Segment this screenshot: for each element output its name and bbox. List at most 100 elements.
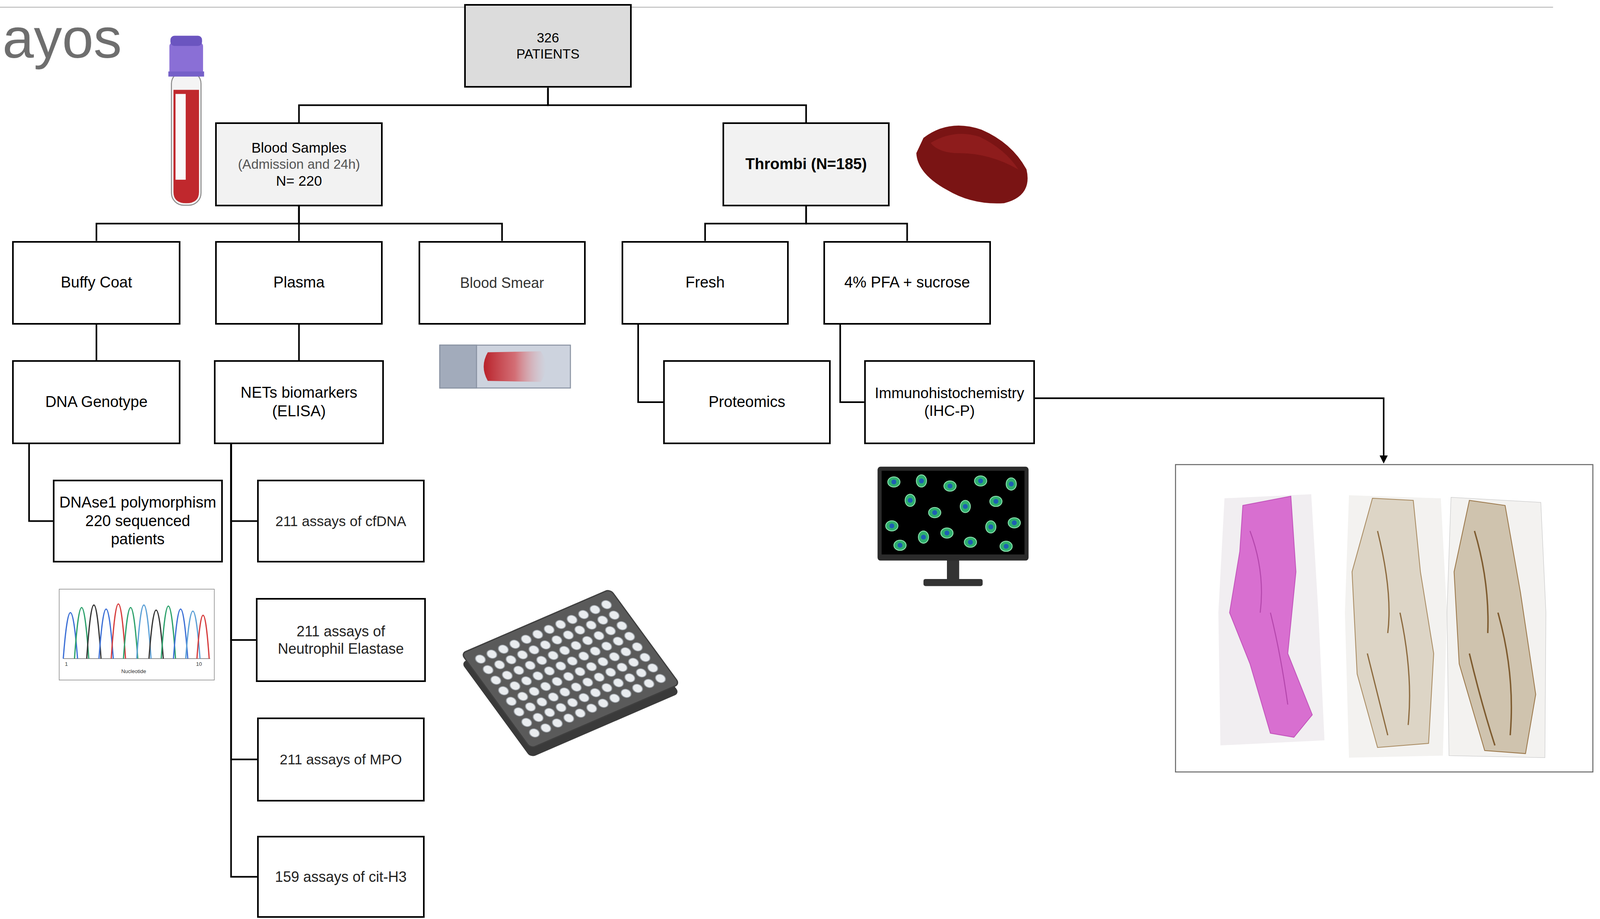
ihc-section bbox=[1352, 498, 1434, 748]
nucleus bbox=[967, 539, 973, 545]
cell bbox=[1006, 477, 1017, 491]
box-label: 159 assays of cit-H3 bbox=[274, 867, 407, 886]
monitor-stand bbox=[946, 559, 960, 581]
monitor-base bbox=[923, 578, 983, 587]
box-sublabel: 220 sequenced patients bbox=[58, 511, 218, 549]
cell bbox=[985, 520, 996, 533]
cell bbox=[904, 494, 916, 507]
tube-label bbox=[175, 94, 186, 180]
thrombus-highlight bbox=[930, 134, 1019, 170]
process-box: Immunohistochemistry (IHC-P) bbox=[864, 360, 1035, 444]
connector-line bbox=[705, 206, 807, 241]
peak bbox=[148, 609, 164, 659]
monitor bbox=[877, 466, 1029, 587]
tube-blood bbox=[173, 90, 199, 204]
nucleus bbox=[993, 498, 999, 504]
connector-line bbox=[230, 443, 256, 640]
process-box: Proteomics bbox=[663, 360, 831, 444]
cell bbox=[943, 480, 956, 491]
ihc-texture bbox=[1469, 530, 1512, 746]
cells bbox=[885, 474, 1021, 552]
peak bbox=[161, 605, 176, 659]
top-rule bbox=[0, 6, 1554, 8]
connector-line bbox=[298, 324, 300, 361]
connector-line bbox=[806, 206, 907, 241]
peak bbox=[123, 607, 138, 659]
box-sublabel: N= 220 bbox=[276, 172, 323, 190]
panel-frame bbox=[1175, 464, 1593, 772]
he-section bbox=[1229, 496, 1313, 738]
connector-line bbox=[95, 324, 98, 361]
tube-cap-rim bbox=[168, 71, 204, 77]
tissue-panel bbox=[1175, 464, 1593, 772]
box-sublabel: (Admission and 24h) bbox=[237, 156, 361, 173]
process-box: Buffy Coat bbox=[12, 240, 181, 325]
connector-line bbox=[29, 443, 53, 522]
cell bbox=[940, 527, 953, 538]
tube-cap bbox=[169, 42, 204, 76]
tube-cap-top bbox=[170, 35, 202, 47]
nucleus bbox=[944, 530, 950, 536]
box-label: Plasma bbox=[273, 273, 325, 292]
process-box: NETs biomarkers (ELISA) bbox=[213, 360, 384, 444]
result-box: 211 assays of cfDNA bbox=[257, 479, 425, 563]
ihc-arrow bbox=[1033, 397, 1388, 464]
monitor-screen bbox=[881, 470, 1025, 555]
blood-tube bbox=[168, 35, 204, 206]
cell bbox=[887, 476, 900, 487]
monitor-frame bbox=[877, 466, 1029, 561]
box-label: Thrombi (N=185) bbox=[745, 154, 868, 174]
slide-background bbox=[1218, 494, 1325, 746]
nucleus bbox=[889, 523, 895, 528]
slide-background bbox=[1447, 497, 1546, 758]
plate-top bbox=[461, 588, 680, 749]
slide-glass bbox=[439, 345, 571, 388]
nucleus bbox=[919, 478, 924, 484]
box-label: Blood Samples bbox=[251, 139, 347, 157]
box-label: Fresh bbox=[685, 273, 725, 292]
result-box: 159 assays of cit-H3 bbox=[257, 835, 425, 918]
cell bbox=[894, 540, 907, 551]
box-label: NETs biomarkers (ELISA) bbox=[219, 383, 379, 421]
connector-line bbox=[548, 87, 807, 123]
nucleus bbox=[947, 483, 953, 489]
connector-line bbox=[230, 443, 258, 522]
root-box: 326 PATIENTS bbox=[464, 4, 632, 88]
connector-line bbox=[840, 324, 865, 403]
box-label: DNA Genotype bbox=[45, 392, 148, 412]
axis-label: 10 bbox=[196, 661, 202, 667]
box-label: 211 assays of cfDNA bbox=[275, 512, 407, 530]
nucleus bbox=[1008, 481, 1014, 487]
group-box: Thrombi (N=185) bbox=[722, 122, 891, 206]
slide-frosted-end bbox=[439, 345, 477, 388]
chromatogram-peaks bbox=[63, 603, 210, 659]
cell bbox=[974, 475, 987, 486]
plate-frame bbox=[461, 588, 680, 749]
thrombus-shape bbox=[916, 125, 1028, 204]
peak bbox=[111, 603, 126, 659]
cell bbox=[916, 474, 927, 487]
connector-line bbox=[230, 443, 258, 760]
peak bbox=[173, 608, 188, 659]
connector-line bbox=[230, 443, 258, 877]
process-box: 4% PFA + sucrose bbox=[823, 240, 991, 325]
chromatogram bbox=[59, 588, 215, 680]
axis-label: Nucleotide bbox=[121, 668, 146, 675]
box-label: Blood Smear bbox=[460, 274, 545, 292]
peak bbox=[136, 604, 151, 659]
nucleus bbox=[1011, 520, 1017, 526]
thrombus bbox=[916, 125, 1028, 204]
nucleus bbox=[891, 479, 897, 485]
cell bbox=[989, 496, 1002, 507]
nucleus bbox=[988, 524, 994, 530]
cell bbox=[918, 530, 929, 543]
nucleus bbox=[932, 509, 938, 515]
cell bbox=[1008, 517, 1021, 528]
process-box: Plasma bbox=[215, 240, 383, 325]
peak bbox=[196, 615, 210, 659]
peak bbox=[86, 604, 101, 659]
connector-line bbox=[299, 87, 549, 123]
box-label: Immunohistochemistry (IHC-P) bbox=[869, 384, 1030, 421]
nucleus bbox=[897, 542, 903, 548]
